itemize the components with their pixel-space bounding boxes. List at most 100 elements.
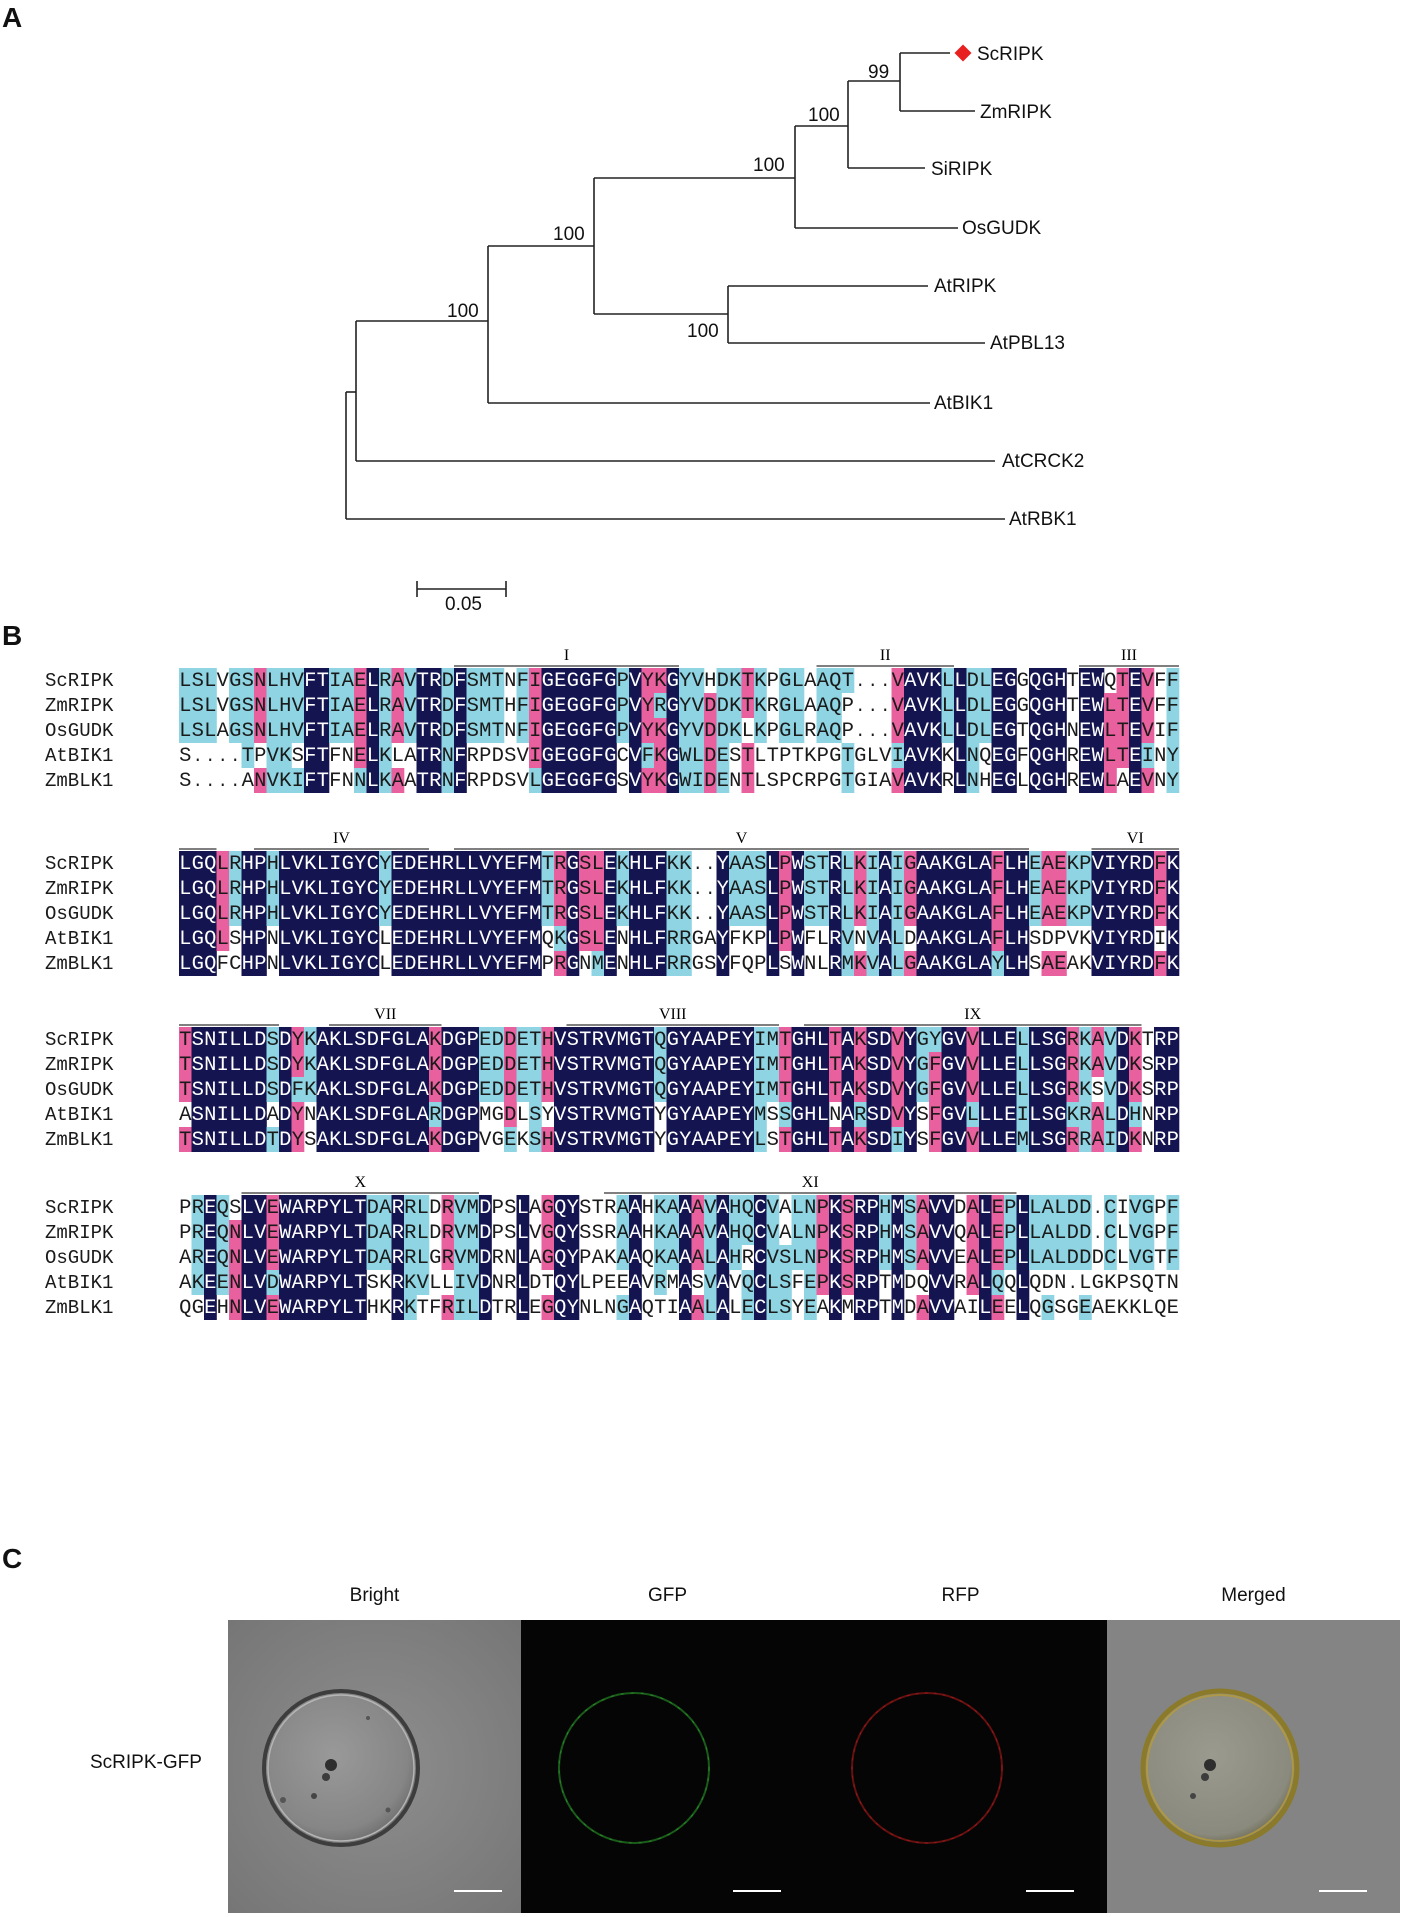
gap-dot: . [693, 856, 703, 875]
residue-highlight [1104, 1127, 1117, 1152]
residue: R [429, 720, 441, 743]
column-label-merged: Merged [1221, 1585, 1286, 1606]
residue: W [792, 878, 805, 901]
residue: L [517, 1197, 529, 1220]
residue-highlight [866, 1052, 880, 1077]
residue-highlight [379, 851, 392, 876]
residue-highlight [679, 901, 692, 926]
residue: V [479, 878, 492, 901]
residue: D [442, 1104, 454, 1127]
residue: E [1079, 670, 1091, 693]
residue-highlight [779, 926, 792, 951]
residue: C [754, 1247, 766, 1270]
residue: G [667, 1054, 679, 1077]
residue: W [1092, 720, 1105, 743]
residue-highlight [1104, 926, 1117, 951]
residue-highlight [1054, 1102, 1067, 1127]
residue: E [717, 770, 729, 793]
residue: A [417, 1079, 430, 1102]
residue-highlight [454, 926, 467, 951]
residue: A [179, 1247, 192, 1270]
residue: G [579, 745, 591, 768]
residue-highlight [266, 851, 280, 876]
residue: E [729, 1054, 741, 1077]
residue: G [954, 853, 966, 876]
residue: N [342, 770, 354, 793]
leaf-label: ScRIPK [977, 44, 1044, 65]
residue: L [342, 1079, 354, 1102]
residue: Y [679, 720, 691, 743]
residue-highlight [1129, 1127, 1142, 1152]
residue-highlight [354, 1077, 367, 1102]
residue: K [1067, 903, 1080, 926]
residue-highlight [254, 851, 267, 876]
residue: L [217, 903, 229, 926]
residue: E [504, 928, 516, 951]
residue-highlight [266, 1127, 280, 1152]
residue: N [204, 1029, 216, 1052]
residue-highlight [1029, 693, 1042, 718]
residue: K [1167, 953, 1180, 976]
residue-highlight [316, 926, 330, 951]
gap-dot: . [868, 698, 878, 717]
residue: K [329, 1054, 342, 1077]
residue: D [1142, 903, 1154, 926]
residue-highlight [566, 851, 580, 876]
residue: P [1004, 1247, 1016, 1270]
residue-highlight [904, 693, 917, 718]
residue: T [492, 1297, 504, 1320]
residue-highlight [229, 1077, 242, 1102]
residue: K [192, 1272, 205, 1295]
residue: D [1067, 1222, 1079, 1245]
residue-highlight [291, 1077, 305, 1102]
residue-highlight [279, 693, 292, 718]
residue: L [442, 1272, 454, 1295]
residue: R [954, 1272, 966, 1295]
residue-highlight [754, 851, 767, 876]
residue: L [704, 1247, 716, 1270]
residue-highlight [866, 1027, 880, 1052]
residue: R [429, 1104, 441, 1127]
residue-highlight [1016, 926, 1030, 951]
residue: L [792, 670, 804, 693]
residue: R [854, 1104, 866, 1127]
residue: V [942, 1297, 955, 1320]
residue: G [579, 695, 591, 718]
residue: L [1017, 1054, 1029, 1077]
residue: A [917, 1222, 930, 1245]
residue-highlight [604, 851, 617, 876]
residue-highlight [816, 1052, 830, 1077]
residue: V [629, 670, 642, 693]
residue-highlight [304, 851, 317, 876]
residue: V [292, 720, 305, 743]
residue-highlight [716, 718, 730, 743]
residue: R [442, 853, 454, 876]
residue-highlight [491, 668, 505, 693]
residue: R [379, 670, 391, 693]
residue-highlight [354, 743, 367, 768]
residue: H [1129, 1104, 1141, 1127]
residue: D [367, 1104, 379, 1127]
residue-highlight [566, 1127, 580, 1152]
residue: Y [642, 670, 654, 693]
residue-highlight [629, 851, 642, 876]
residue-highlight [179, 693, 192, 718]
residue: G [492, 1104, 504, 1127]
residue-highlight [366, 951, 380, 976]
residue: Y [1117, 928, 1129, 951]
residue-highlight [854, 1127, 867, 1152]
residue: F [379, 1129, 391, 1152]
residue: V [554, 1129, 567, 1152]
residue: E [992, 1222, 1004, 1245]
residue: M [892, 1272, 904, 1295]
residue: D [1042, 1272, 1054, 1295]
residue-highlight [891, 693, 905, 718]
residue-highlight [1066, 876, 1080, 901]
residue: V [954, 1029, 967, 1052]
residue-highlight [941, 1102, 955, 1127]
residue-highlight [916, 1027, 930, 1052]
residue-highlight [254, 1077, 267, 1102]
residue: D [367, 1079, 379, 1102]
residue: R [1129, 878, 1141, 901]
residue-highlight [1166, 768, 1180, 793]
